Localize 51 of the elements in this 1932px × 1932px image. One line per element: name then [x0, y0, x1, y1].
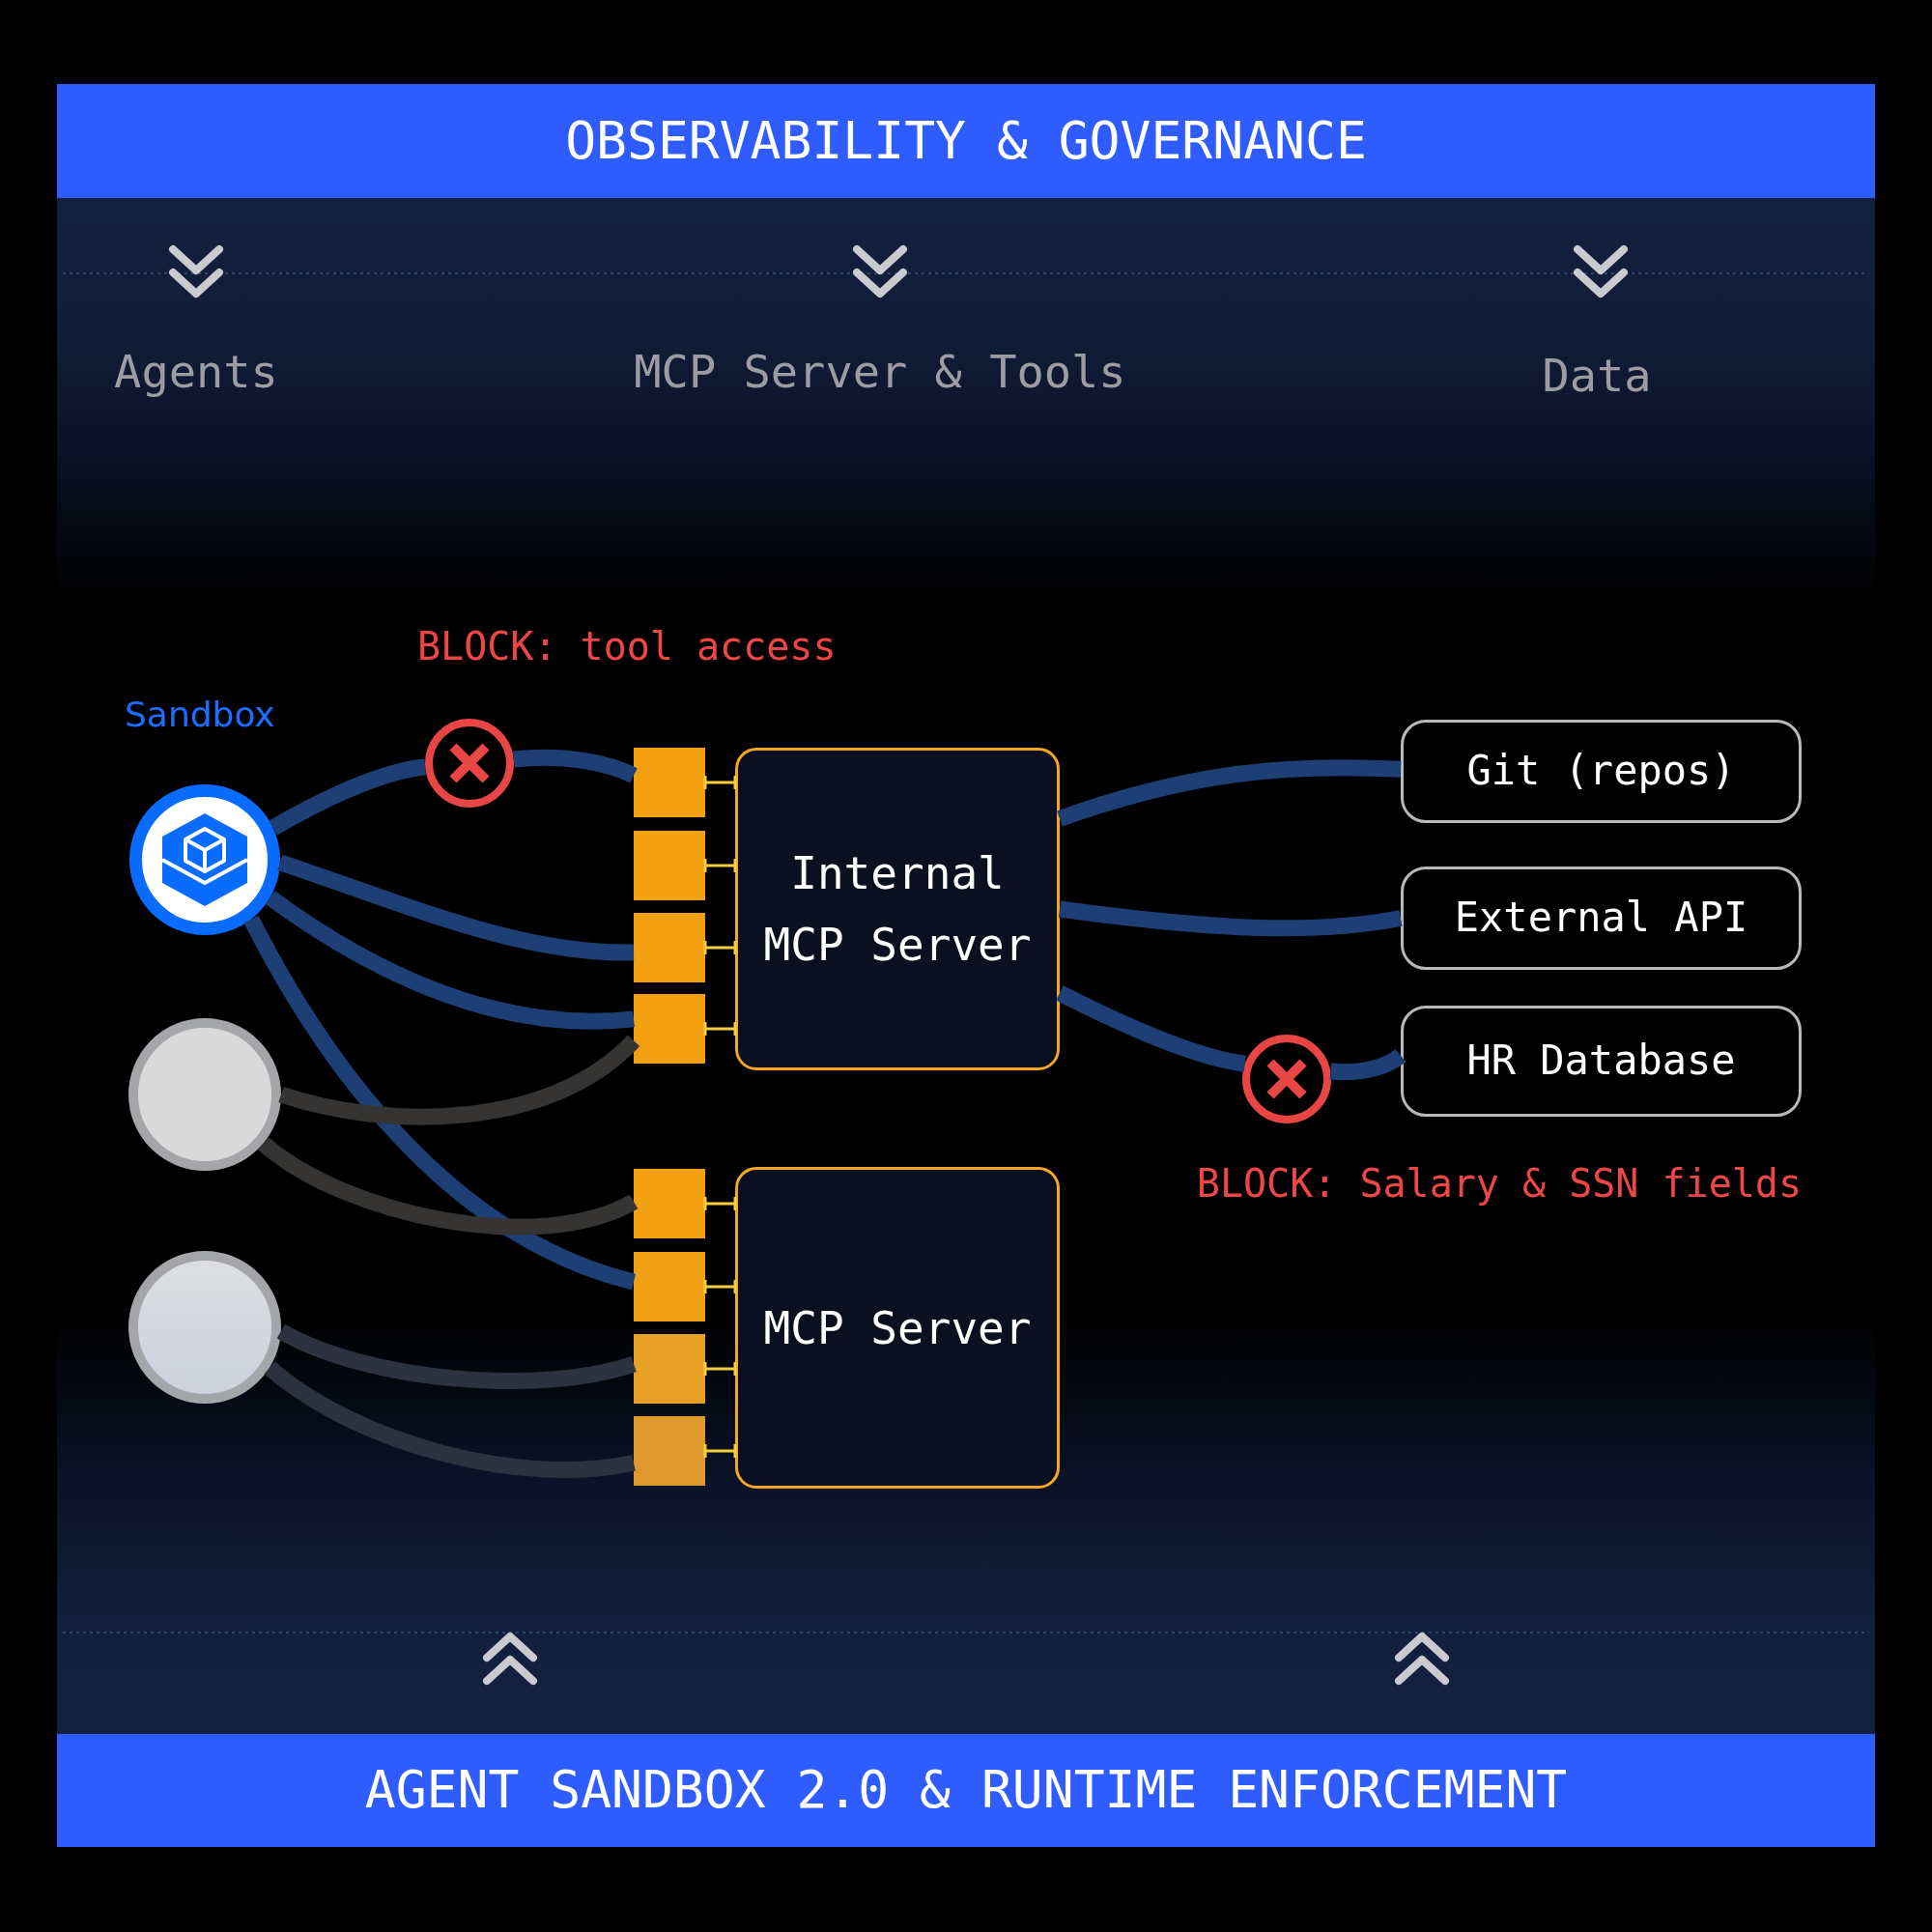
tick-connector — [703, 1442, 737, 1460]
tick-connector — [703, 1195, 737, 1212]
connector-line — [264, 1361, 636, 1478]
tick-connector — [703, 1360, 737, 1378]
connector-line — [1329, 1048, 1406, 1081]
server-label: Internal MCP Server — [762, 846, 1033, 973]
connector-line — [278, 1035, 639, 1125]
connector-line — [269, 758, 427, 836]
server-box — [735, 748, 1060, 1070]
tick-connector — [703, 939, 737, 956]
connector-line — [513, 749, 638, 783]
connector-line — [1056, 985, 1247, 1072]
connector-line — [277, 1323, 637, 1389]
column-header: Data — [1542, 350, 1652, 402]
tool-square — [634, 913, 705, 982]
title-band — [57, 1734, 1875, 1847]
data-source-box — [1401, 720, 1802, 823]
tick-connector — [703, 1278, 737, 1295]
tick-connector — [703, 774, 737, 791]
data-source-label: External API — [1454, 895, 1748, 942]
tool-square — [634, 1416, 705, 1486]
data-source-box — [1401, 1006, 1802, 1117]
column-header: Agents — [114, 346, 278, 398]
tool-square — [634, 748, 705, 817]
block-label: BLOCK: Salary & SSN fields — [1196, 1161, 1802, 1206]
data-source-label: Git (repos) — [1466, 748, 1736, 795]
connector-line — [1058, 900, 1403, 937]
block-label: BLOCK: tool access — [417, 624, 837, 668]
tool-square — [634, 994, 705, 1064]
column-header: MCP Server & Tools — [634, 346, 1126, 398]
tool-square — [634, 1252, 705, 1321]
tool-square — [634, 831, 705, 900]
block-icon — [425, 719, 514, 808]
connector-line — [243, 915, 637, 1291]
band-title: AGENT SANDBOX 2.0 & RUNTIME ENFORCEMENT — [364, 1761, 1568, 1820]
connector-line — [258, 1137, 638, 1236]
connector-line — [277, 854, 635, 961]
title-band — [57, 84, 1875, 198]
data-source-label: HR Database — [1466, 1037, 1736, 1085]
connector-line — [1057, 759, 1402, 827]
band-title: OBSERVABILITY & GOVERNANCE — [565, 111, 1367, 171]
block-icon — [1242, 1035, 1331, 1123]
connector-line — [265, 891, 635, 1030]
data-source-box — [1401, 867, 1802, 970]
tool-square — [634, 1169, 705, 1238]
agent-label: Sandbox — [125, 695, 275, 734]
server-box — [735, 1167, 1060, 1489]
server-label: MCP Server — [763, 1300, 1032, 1356]
tick-connector — [703, 857, 737, 874]
tool-square — [634, 1334, 705, 1404]
tick-connector — [703, 1020, 737, 1037]
